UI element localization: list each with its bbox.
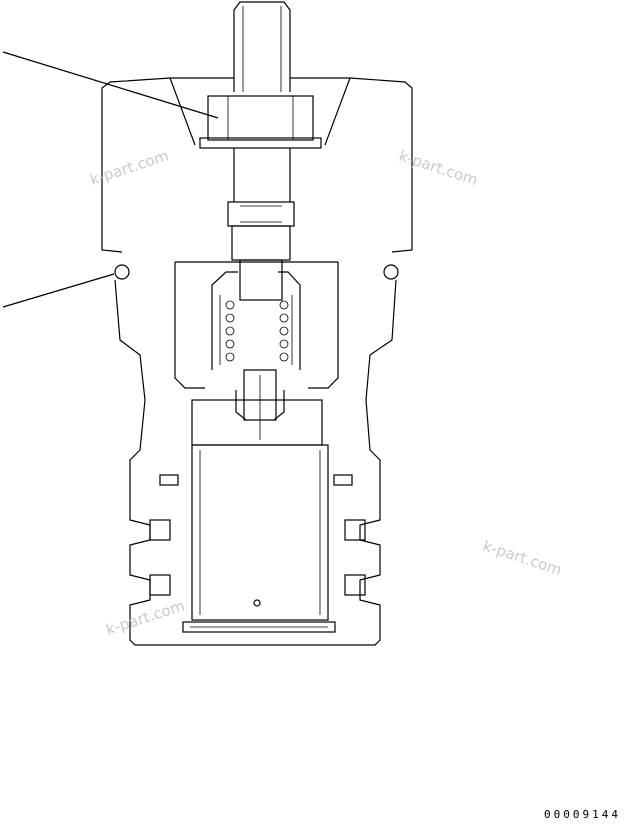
lock-nut [199, 95, 322, 149]
drawing-code: 00009144 [544, 808, 621, 821]
o-ring-right [383, 264, 399, 280]
cap-housing [101, 77, 413, 253]
watermark: k-part.com [481, 537, 564, 579]
retaining-ring [182, 621, 336, 633]
watermark: k-part.com [88, 146, 171, 188]
spring-right [279, 300, 289, 362]
spring-left [225, 300, 235, 362]
watermark: k-part.com [397, 147, 480, 189]
leader-line-lower [2, 273, 115, 308]
stem [233, 1, 291, 92]
sleeve [191, 399, 329, 621]
spring-chamber [211, 271, 301, 370]
valve-body [114, 261, 397, 646]
seal-grooves [149, 474, 366, 596]
poppet [235, 369, 285, 440]
leader-line-upper [2, 51, 219, 119]
watermark: k-part.com [104, 596, 187, 638]
adjuster [227, 148, 295, 301]
o-ring-left [114, 264, 130, 280]
